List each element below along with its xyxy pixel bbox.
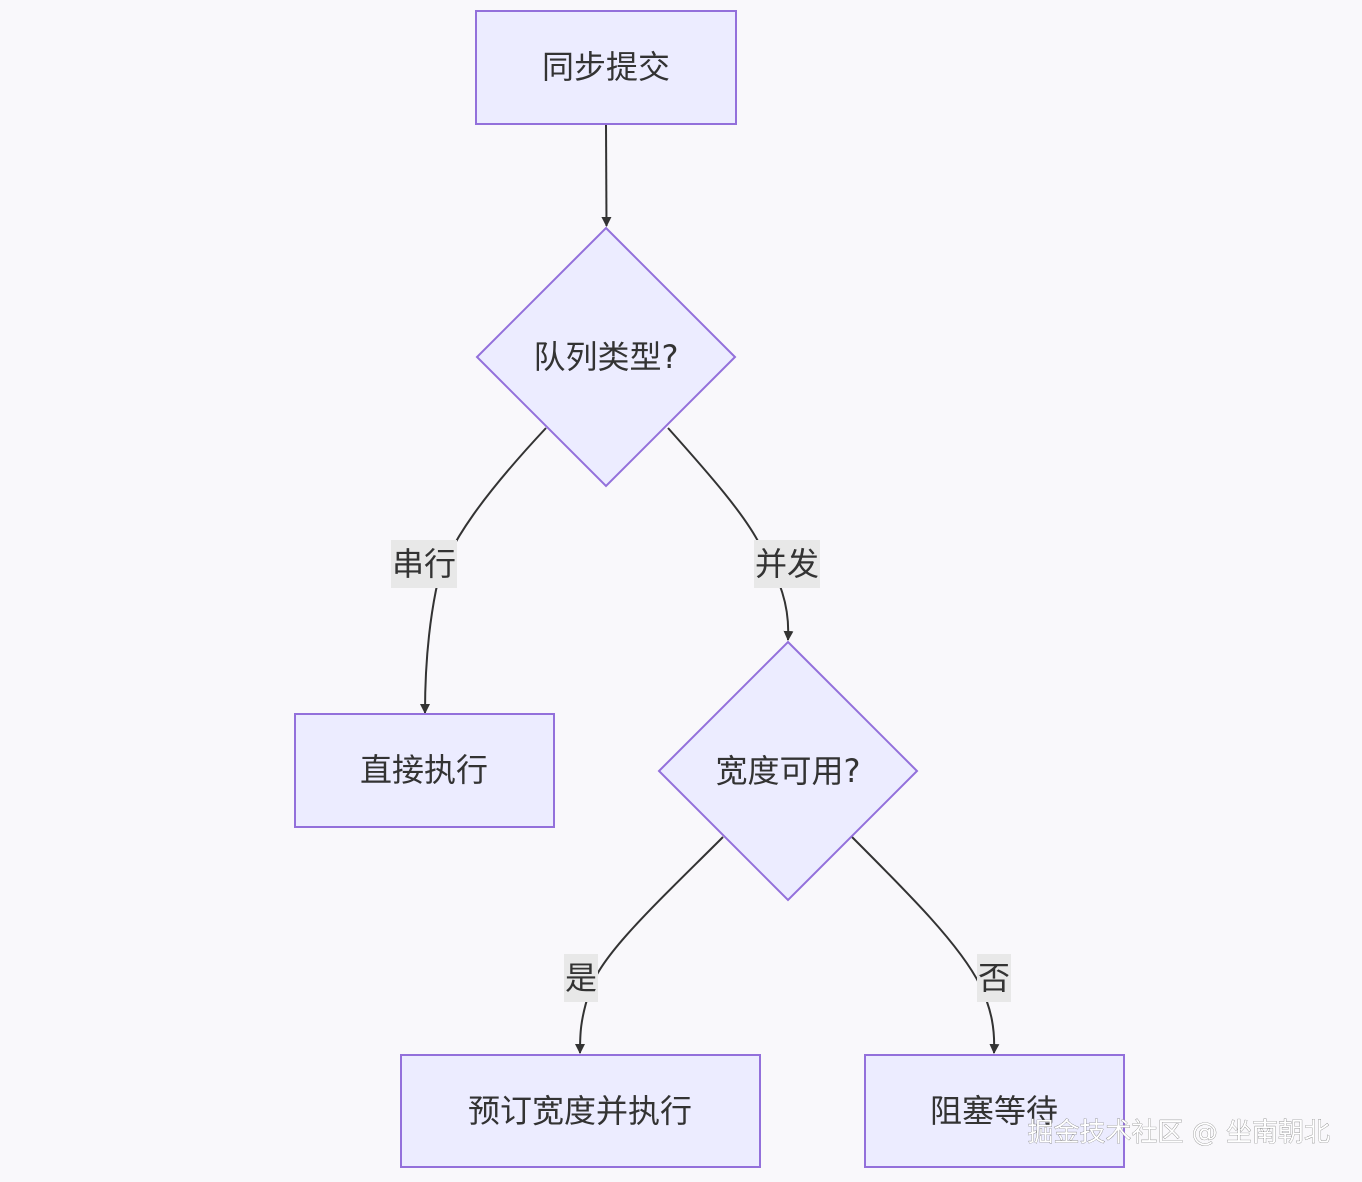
node-direct-exec-label: 直接执行	[360, 751, 488, 789]
node-start: 同步提交	[475, 10, 737, 125]
node-start-box	[475, 10, 737, 125]
edge-start-to-queue-type	[601, 123, 612, 227]
edge-label-bg-no	[977, 954, 1011, 1002]
edge-label-bg-concurrent	[754, 540, 820, 588]
edge-label-serial: 串行	[392, 545, 456, 583]
node-start-label: 同步提交	[542, 48, 670, 86]
node-block-wait: 阻塞等待	[864, 1054, 1125, 1168]
edge-label-yes: 是	[565, 959, 597, 997]
node-direct-exec-box	[294, 713, 555, 828]
node-reserve-exec-box	[400, 1054, 761, 1168]
edge-label-concurrent: 并发	[755, 545, 819, 583]
node-width-available-diamond	[657, 640, 919, 902]
edge-width-available-to-block-wait	[851, 836, 1000, 1054]
node-block-wait-label: 阻塞等待	[930, 1092, 1058, 1130]
node-width-available-label: 宽度可用?	[716, 752, 861, 790]
node-queue-type-label: 队列类型?	[534, 338, 679, 376]
node-reserve-exec-label: 预订宽度并执行	[468, 1092, 692, 1130]
node-queue-type: 队列类型?	[475, 226, 737, 488]
edge-queue-type-to-width-available	[667, 427, 794, 641]
edge-width-available-to-reserve-exec	[575, 836, 724, 1054]
edge-label-bg-yes	[564, 954, 598, 1002]
node-width-available: 宽度可用?	[657, 640, 919, 902]
node-block-wait-box	[864, 1054, 1125, 1168]
node-reserve-exec: 预订宽度并执行	[400, 1054, 761, 1168]
watermark: 掘金技术社区 @ 坐南朝北	[1027, 1118, 1330, 1148]
node-direct-exec: 直接执行	[294, 713, 555, 828]
node-queue-type-diamond	[475, 226, 737, 488]
edge-labels: 串行 并发 是 否	[391, 540, 1011, 1002]
edge-label-no: 否	[978, 959, 1010, 997]
edges	[420, 123, 1000, 1054]
edge-label-bg-serial	[391, 540, 457, 588]
nodes: 同步提交 队列类型? 直接执行 宽度可用? 预订宽度并执行 阻塞等待	[294, 10, 1125, 1168]
